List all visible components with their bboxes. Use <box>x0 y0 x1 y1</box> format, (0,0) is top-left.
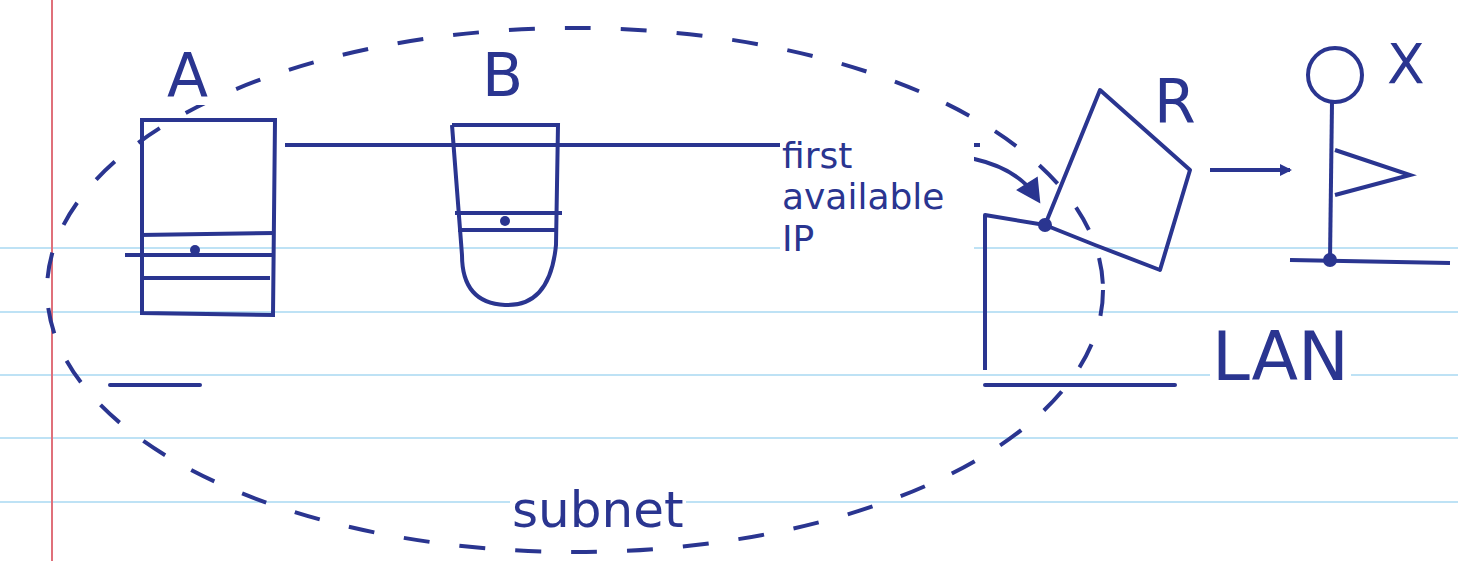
node-label: R <box>1152 72 1198 132</box>
node-label: B <box>480 45 525 105</box>
node-label: X <box>1385 37 1427 92</box>
subnet-region: subnet A B <box>40 15 1110 555</box>
server-host: A <box>140 45 285 335</box>
link-arrow <box>1210 168 1290 172</box>
note-text: first available IP <box>780 135 974 259</box>
server-host: B <box>450 45 565 310</box>
node-label: subnet <box>510 485 686 535</box>
network-label: LAN <box>1210 318 1351 396</box>
node-label: A <box>165 45 210 105</box>
router-symbol: R <box>980 70 1210 375</box>
shape-outline <box>140 45 285 335</box>
host-person: X <box>1290 35 1450 275</box>
